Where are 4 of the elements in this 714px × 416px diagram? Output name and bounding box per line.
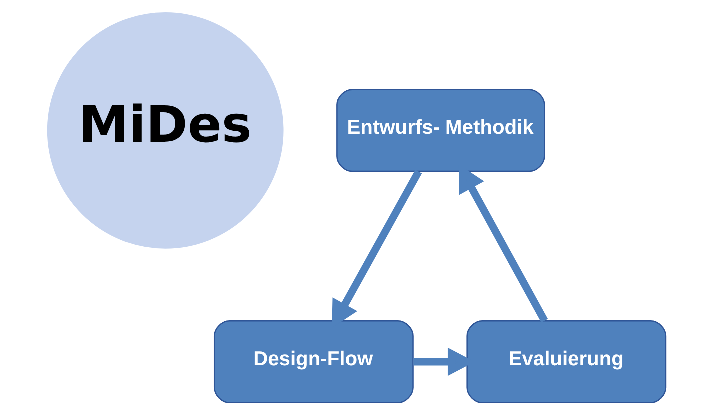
node-box: Design-Flow [214,320,414,404]
node-box: Evaluierung [466,320,667,404]
node-circle: MiDes [47,12,284,249]
node-box: Entwurfs- Methodik [336,89,546,172]
